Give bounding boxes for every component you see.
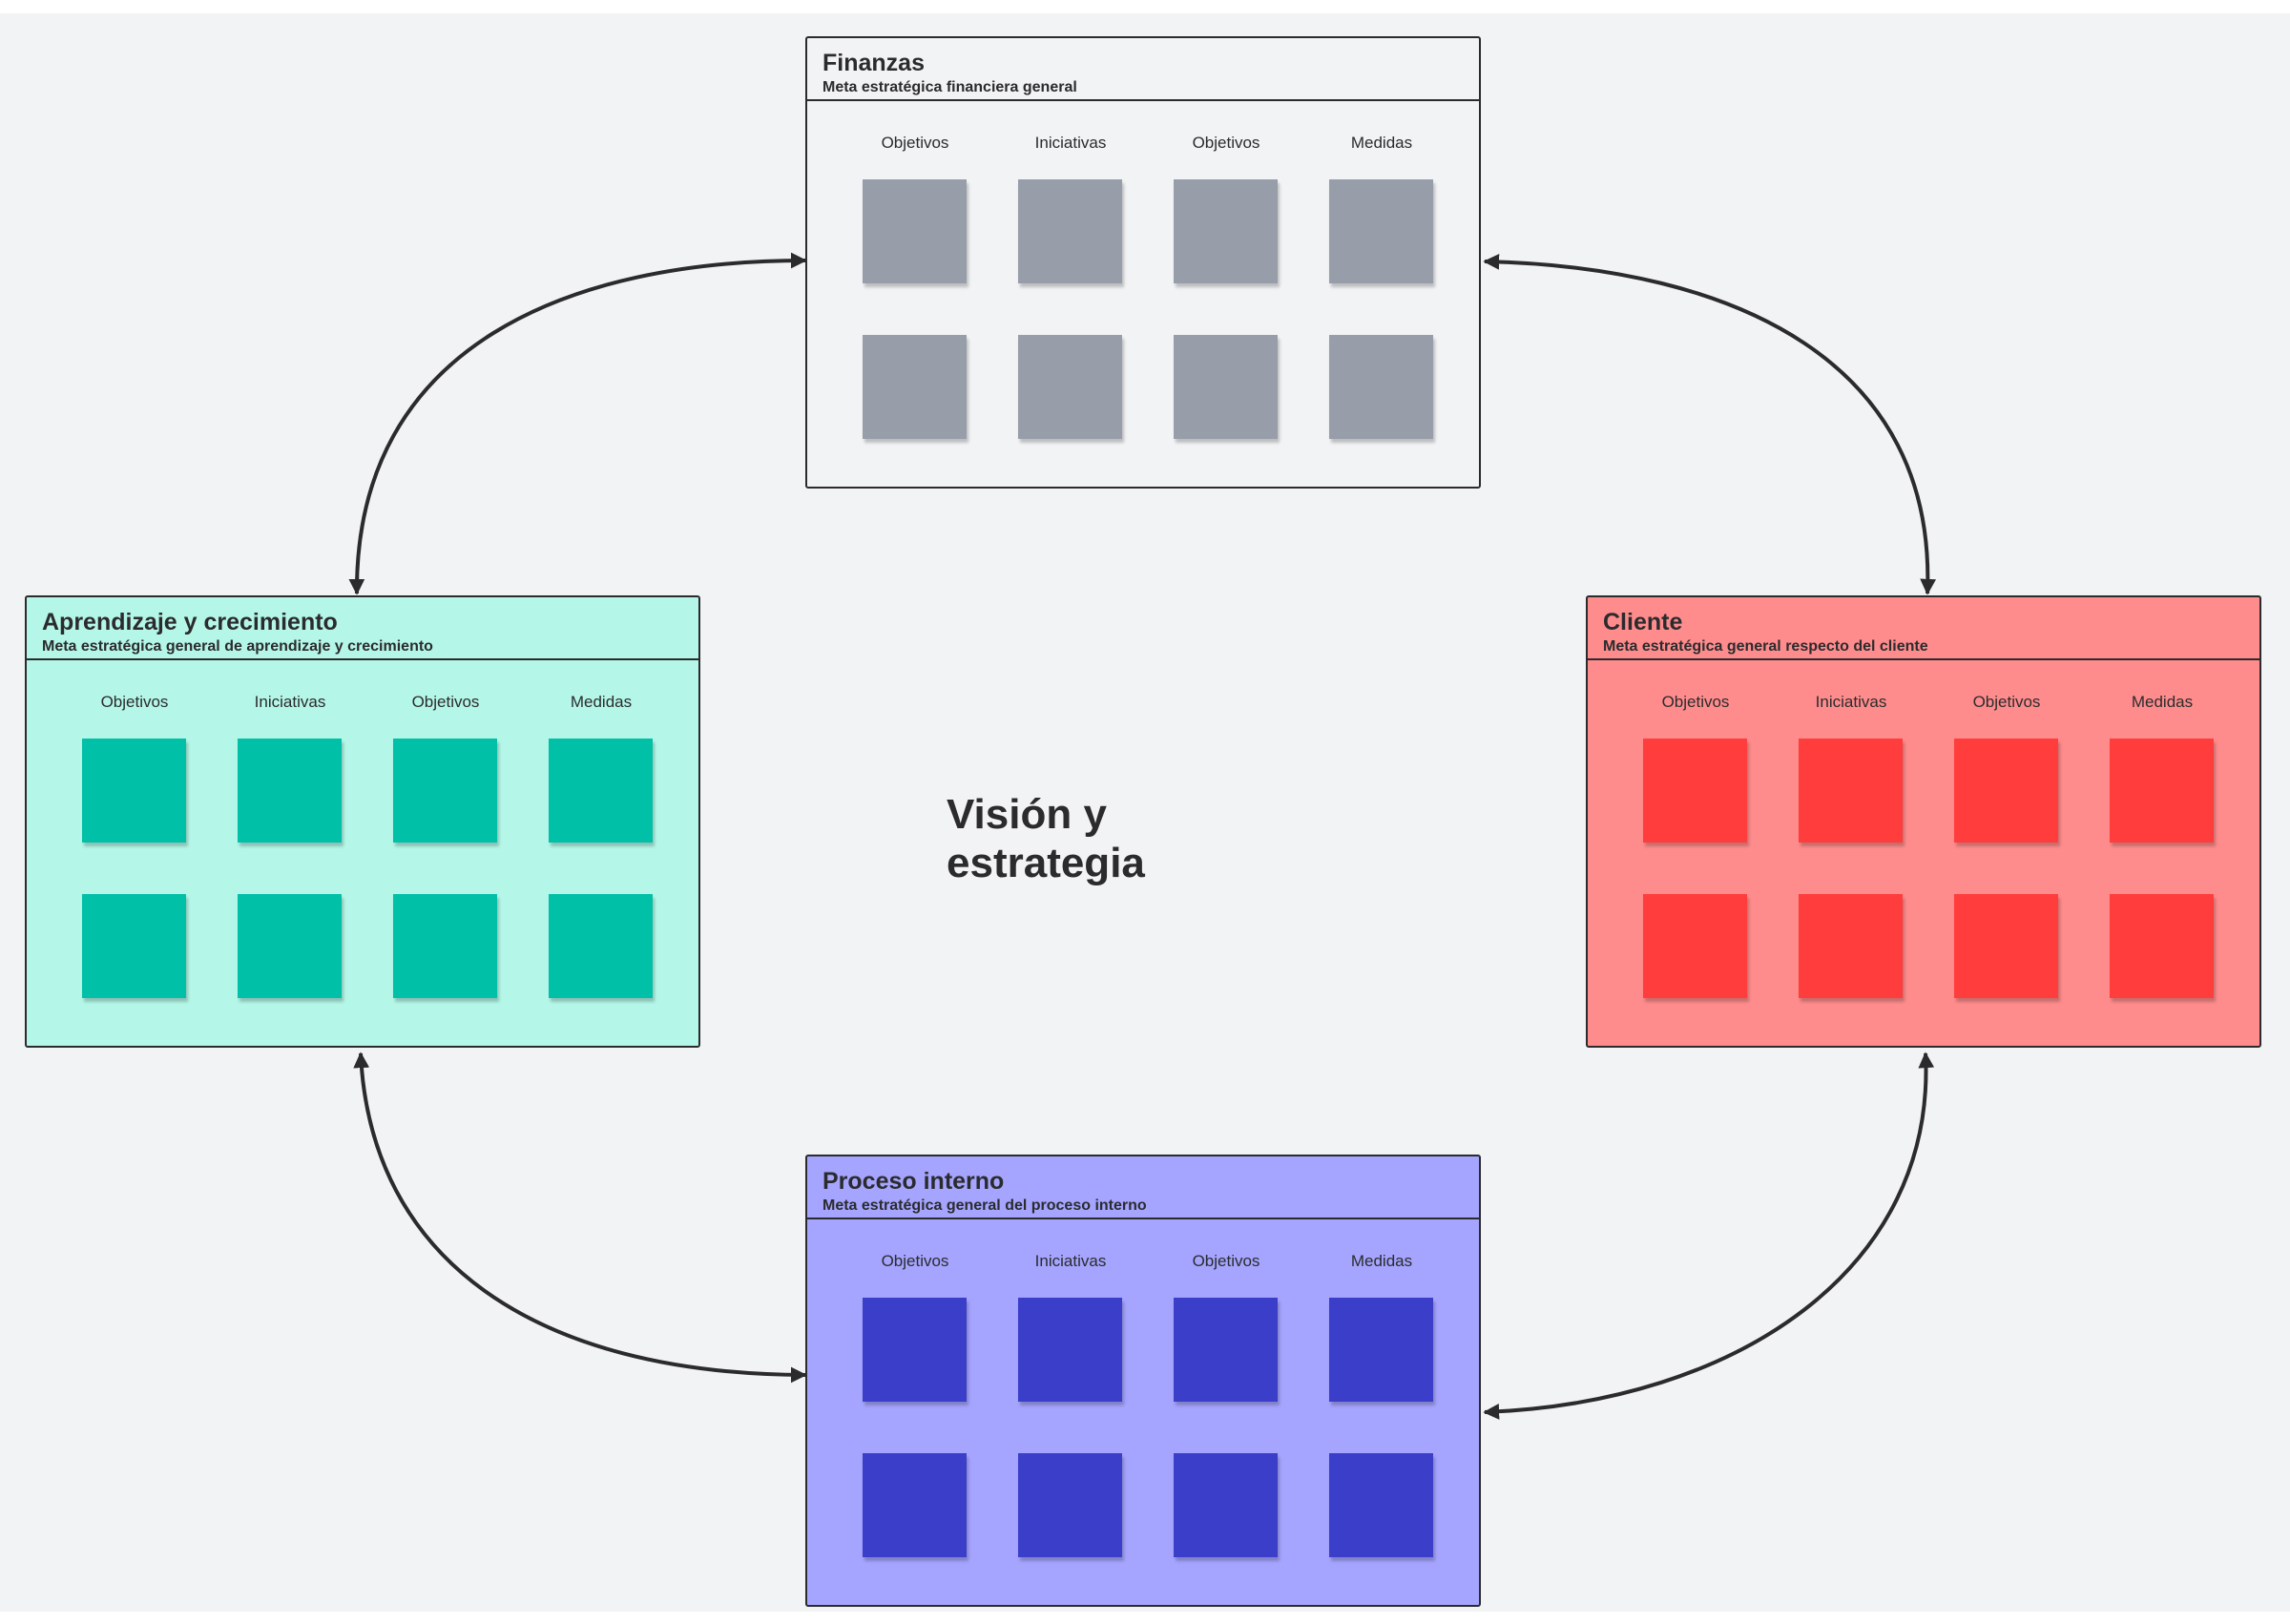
frame-subtitle: Meta estratégica general de aprendizaje … [42,638,433,655]
column-header-objetivos: Objetivos [100,693,169,711]
frame-aprendizaje[interactable]: Aprendizaje y crecimiento Meta estratégi… [25,595,700,1048]
sticky-note[interactable] [863,1453,967,1557]
column-header-iniciativas: Iniciativas [1034,1252,1107,1270]
column-header-iniciativas: Iniciativas [1815,693,1887,711]
sticky-note[interactable] [238,739,342,843]
sticky-note[interactable] [2110,894,2214,998]
sticky-note[interactable] [1018,1298,1122,1402]
sticky-note[interactable] [393,739,497,843]
sticky-note[interactable] [1329,335,1433,439]
column-header-objetivos: Objetivos [1661,693,1730,711]
sticky-note[interactable] [2110,739,2214,843]
sticky-note[interactable] [1329,1453,1433,1557]
connector-aprendizaje-proceso[interactable] [353,1051,807,1384]
column-header-medidas: Medidas [1350,134,1413,152]
sticky-note[interactable] [1018,335,1122,439]
column-header-medidas: Medidas [570,693,633,711]
bottom-bar [0,1612,2290,1624]
sticky-note[interactable] [1174,1298,1278,1402]
sticky-note[interactable] [1799,894,1903,998]
frame-header: Cliente Meta estratégica general respect… [1588,597,2259,660]
center-title: Visión y estrategia [947,790,1252,887]
frame-proceso[interactable]: Proceso interno Meta estratégica general… [805,1155,1481,1607]
column-header-objetivos-2: Objetivos [411,693,480,711]
sticky-note[interactable] [1329,179,1433,283]
frame-cliente[interactable]: Cliente Meta estratégica general respect… [1586,595,2261,1048]
sticky-note[interactable] [1174,1453,1278,1557]
column-header-objetivos-2: Objetivos [1192,1252,1260,1270]
sticky-note[interactable] [82,739,186,843]
sticky-note[interactable] [1954,894,2058,998]
sticky-note[interactable] [393,894,497,998]
column-header-medidas: Medidas [1350,1252,1413,1270]
column-header-medidas: Medidas [2131,693,2194,711]
frame-subtitle: Meta estratégica financiera general [822,79,1077,95]
center-title-line: Visión y [947,791,1107,838]
frame-header: Finanzas Meta estratégica financiera gen… [807,38,1479,101]
sticky-note[interactable] [549,894,653,998]
sticky-note[interactable] [1018,179,1122,283]
sticky-note[interactable] [863,179,967,283]
sticky-note[interactable] [82,894,186,998]
sticky-note[interactable] [1018,1453,1122,1557]
column-header-iniciativas: Iniciativas [1034,134,1107,152]
column-header-objetivos: Objetivos [881,134,949,152]
frame-title: Finanzas [822,50,925,76]
column-header-objetivos: Objetivos [881,1252,949,1270]
frame-header: Aprendizaje y crecimiento Meta estratégi… [27,597,698,660]
column-header-iniciativas: Iniciativas [254,693,326,711]
column-header-objetivos-2: Objetivos [1972,693,2041,711]
frame-title: Aprendizaje y crecimiento [42,609,338,635]
connector-cliente-proceso[interactable] [1483,1051,1935,1420]
column-header-objetivos-2: Objetivos [1192,134,1260,152]
sticky-note[interactable] [863,335,967,439]
connector-finanzas-cliente[interactable] [1483,253,1937,595]
sticky-note[interactable] [863,1298,967,1402]
frame-title: Proceso interno [822,1168,1005,1195]
sticky-note[interactable] [1329,1298,1433,1402]
frame-header: Proceso interno Meta estratégica general… [807,1156,1479,1219]
frame-finanzas[interactable]: Finanzas Meta estratégica financiera gen… [805,36,1481,489]
frame-subtitle: Meta estratégica general del proceso int… [822,1197,1147,1214]
sticky-note[interactable] [1954,739,2058,843]
center-title-line: estrategia [947,840,1145,886]
sticky-note[interactable] [1174,179,1278,283]
sticky-note[interactable] [549,739,653,843]
sticky-note[interactable] [238,894,342,998]
sticky-note[interactable] [1643,739,1747,843]
sticky-note[interactable] [1174,335,1278,439]
sticky-note[interactable] [1799,739,1903,843]
sticky-note[interactable] [1643,894,1747,998]
frame-subtitle: Meta estratégica general respecto del cl… [1603,638,1928,655]
frame-title: Cliente [1603,609,1683,635]
connector-finanzas-aprendizaje[interactable] [348,252,807,595]
top-bar [0,0,2290,13]
